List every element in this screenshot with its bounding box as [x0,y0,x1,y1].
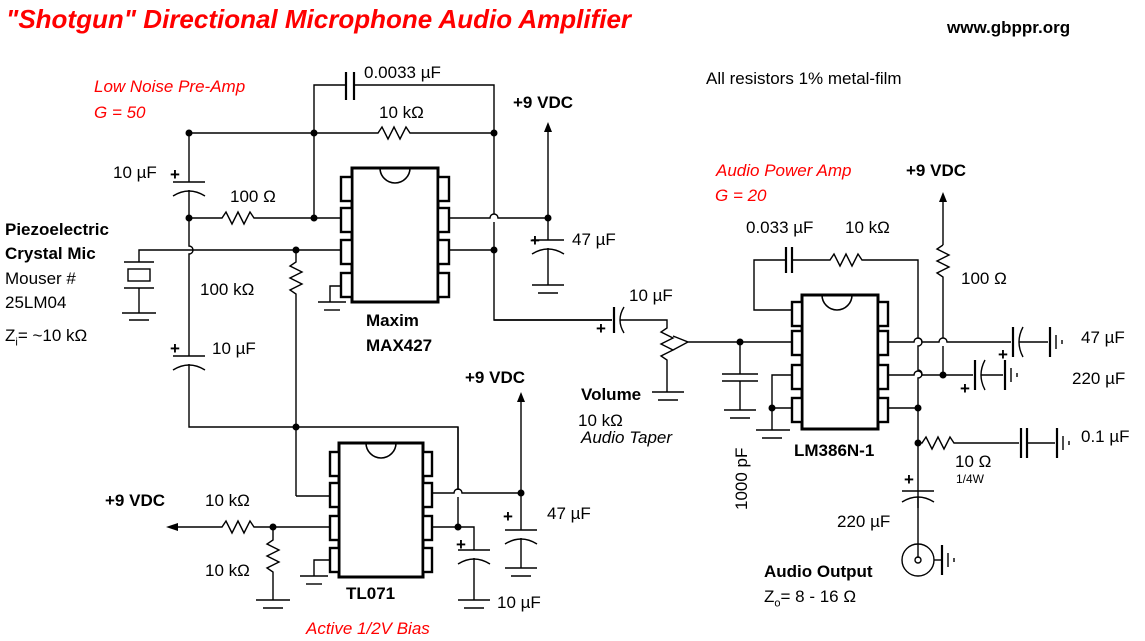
volume-taper: Audio Taper [581,428,673,447]
c-dec-pre-label: 47 µF [572,230,616,249]
power-amp-section-label: Audio Power Amp [716,161,852,180]
mic-impedance-z: Z [5,326,16,345]
r-div-top-label: 10 kΩ [205,491,250,510]
preamp-section-label: Low Noise Pre-Amp [94,77,246,96]
mic-part-line2: 25LM04 [5,293,67,312]
c-bypass1-label: 47 µF [1081,328,1125,347]
output-impedance-z: Z [764,587,775,606]
bias-wiring [166,392,538,609]
c-in-pre-label: 10 µF [113,163,157,182]
r-div-bot-label: 10 kΩ [205,561,250,580]
mic-impedance-value: = ~10 kΩ [17,326,88,345]
c-couple-label: 10 µF [629,286,673,305]
plus-mark: + [530,231,540,250]
plus-mark: + [960,379,970,398]
c-fb-pre-label: 0.0033 µF [364,63,441,82]
plus-mark: + [170,165,180,184]
plus-mark: + [170,339,180,358]
c-out-label: 220 µF [837,512,891,531]
c-bypass2-label: 220 µF [1072,369,1126,388]
r-fb-pre-label: 10 kΩ [379,103,424,122]
r-zobel-power: 1/4W [956,472,985,486]
r-dec-pwr-label: 100 Ω [961,269,1007,288]
preamp-wiring [122,72,612,496]
mic-part-line1: Mouser # [5,269,76,288]
plus-mark: + [596,319,606,338]
supply-label-power: +9 VDC [906,161,966,180]
c-zobel-label: 0.1 µF [1081,427,1130,446]
bias-section-label: Active 1/2V Bias [306,619,430,638]
ic-u1-part: MAX427 [366,336,433,355]
power-amp-gain-label: G = 20 [715,186,767,205]
mic-name-line2: Crystal Mic [5,244,96,263]
mic-impedance-sub: i [15,336,18,349]
output-impedance: Zo= 8 - 16 Ω [764,588,856,609]
supply-label-bias: +9 VDC [465,368,525,387]
r-zobel-label: 10 Ω [955,452,992,471]
output-label: Audio Output [764,562,873,581]
volume-label: Volume [581,385,642,404]
r-bias-pre-label: 100 kΩ [200,280,255,299]
volume-value: 10 kΩ [578,411,623,430]
plus-mark: + [503,507,513,526]
plus-mark: + [904,470,914,489]
power-amp-wiring [753,192,1070,577]
website-label: www.gbppr.org [947,18,1071,37]
supply-label-divider: +9 VDC [105,491,165,510]
output-impedance-value: = 8 - 16 Ω [780,587,857,606]
r-fb-pwr-label: 10 kΩ [845,218,890,237]
supply-label-preamp: +9 VDC [513,93,573,112]
ic-u1-maker: Maxim [366,311,419,330]
mic-impedance: Zi= ~10 kΩ [5,327,87,348]
volume-wiring [494,306,792,419]
mic-name-line1: Piezoelectric [5,220,109,239]
plus-mark: + [456,535,466,554]
preamp-gain-label: G = 50 [94,103,146,122]
output-impedance-sub: o [774,597,781,610]
c-dec-bias-label: 47 µF [547,504,591,523]
c-bias-out-label: 10 µF [497,593,541,612]
resistor-note: All resistors 1% metal-film [706,69,902,88]
ic-max427 [339,166,451,304]
ic-lm386 [790,293,890,431]
c-bias-pre-label: 10 µF [212,339,256,358]
r-in-pre-label: 100 Ω [230,187,276,206]
ic-u3-part: LM386N-1 [794,441,875,460]
c-filter-label: 1000 pF [732,447,751,510]
c-fb-pwr-label: 0.033 µF [746,218,814,237]
ic-u2-part: TL071 [346,584,396,603]
plus-mark: + [998,345,1008,364]
page-title: "Shotgun" Directional Microphone Audio A… [6,4,632,34]
ic-tl071 [328,441,434,579]
